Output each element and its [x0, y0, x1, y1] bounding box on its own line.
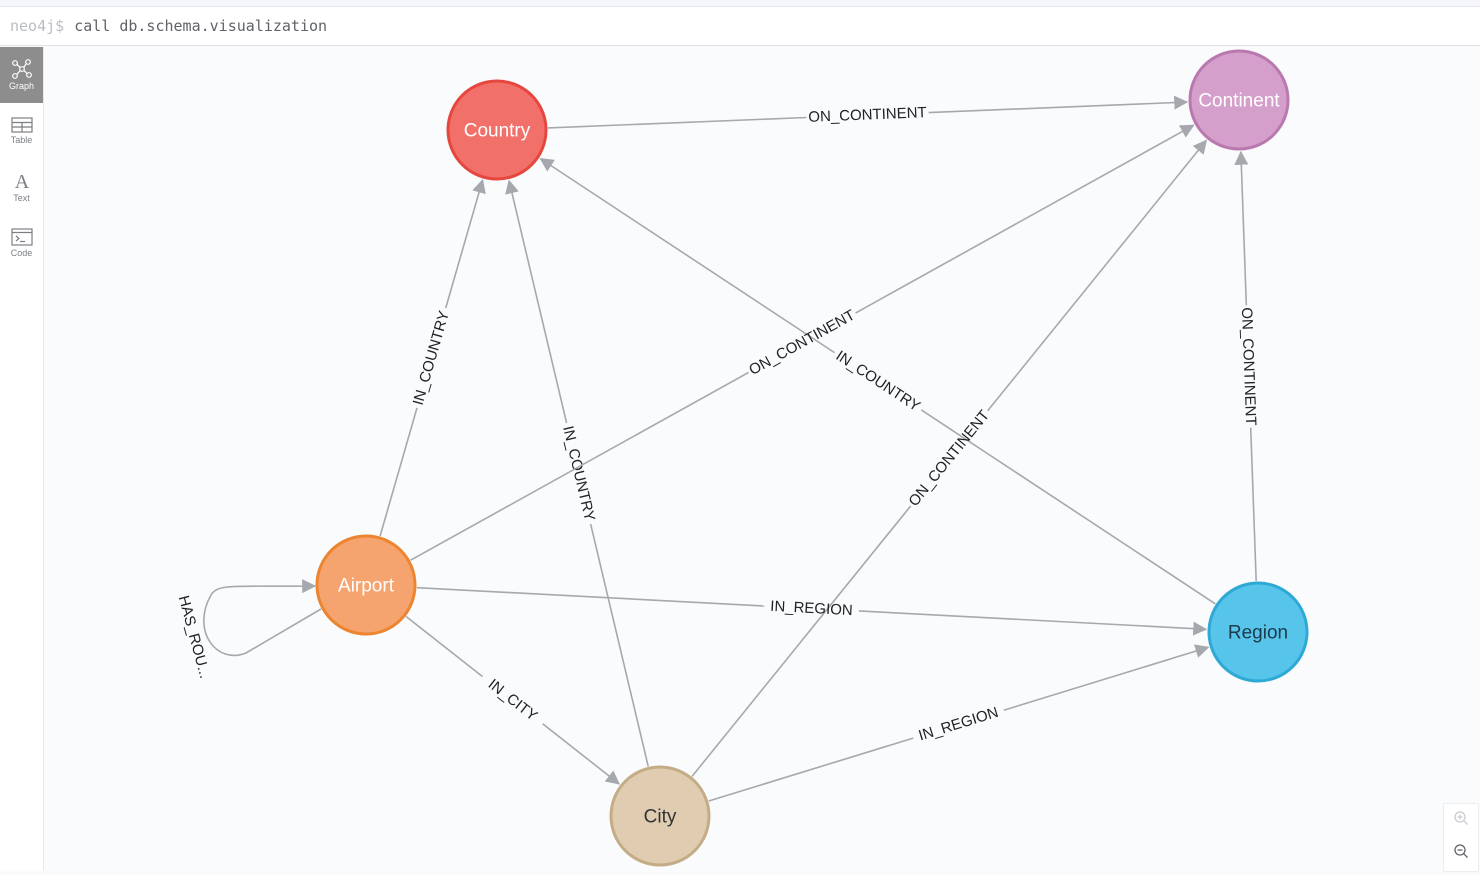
command-text[interactable]: call db.schema.visualization — [74, 17, 328, 35]
relationship-in-city[interactable]: IN_CITY — [405, 615, 621, 785]
sidebar-item-label: Graph — [8, 81, 34, 91]
result-view-sidebar: Graph Table A Text Code — [0, 47, 44, 870]
top-strip — [0, 0, 1480, 7]
relationship-label: IN_COUNTRY — [559, 424, 598, 523]
relationship-label: IN_REGION — [770, 598, 853, 619]
relationship-in-country[interactable]: IN_COUNTRY — [539, 157, 1216, 605]
sidebar-item-code[interactable]: Code — [0, 215, 43, 271]
node-airport[interactable]: Airport — [315, 534, 417, 636]
zoom-controls — [1443, 803, 1479, 872]
table-icon — [10, 117, 33, 133]
relationship-label: IN_COUNTRY — [833, 347, 924, 415]
command-bar[interactable]: neo4j$ call db.schema.visualization — [0, 7, 1480, 46]
graph-svg[interactable]: ON_CONTINENTIN_COUNTRYIN_COUNTRYIN_COUNT… — [44, 46, 1480, 870]
zoom-in-button[interactable] — [1444, 804, 1478, 837]
sidebar-item-label: Table — [10, 135, 33, 145]
relationship-in-country[interactable]: IN_COUNTRY — [379, 178, 486, 537]
relationship-label: IN_REGION — [917, 704, 1001, 745]
node-label: City — [644, 807, 677, 828]
code-icon — [10, 228, 33, 246]
relationship-on-continent[interactable]: ON_CONTINENT — [547, 95, 1189, 129]
relationship-in-country[interactable]: IN_COUNTRY — [505, 179, 649, 767]
node-label: Continent — [1198, 91, 1280, 112]
node-region[interactable]: Region — [1207, 581, 1309, 683]
node-label: Country — [464, 121, 531, 142]
sidebar-item-graph[interactable]: Graph — [0, 47, 43, 103]
node-continent[interactable]: Continent — [1188, 49, 1290, 151]
relationship-on-continent[interactable]: ON_CONTINENT — [1234, 150, 1259, 582]
text-icon: A — [12, 171, 32, 191]
relationship-label: ON_CONTINENT — [905, 407, 993, 510]
relationship-label: ON_CONTINENT — [1238, 307, 1259, 426]
node-label: Region — [1228, 623, 1288, 644]
relationship-label: IN_COUNTRY — [410, 309, 453, 407]
sidebar-item-table[interactable]: Table — [0, 103, 43, 159]
sidebar-item-text[interactable]: A Text — [0, 159, 43, 215]
relationship-in-region[interactable]: IN_REGION — [416, 586, 1208, 636]
relationship-on-continent[interactable]: ON_CONTINENT — [410, 124, 1195, 561]
zoom-out-icon — [1453, 843, 1469, 864]
relationship-label: ON_CONTINENT — [746, 307, 858, 379]
zoom-in-icon — [1453, 810, 1469, 831]
node-country[interactable]: Country — [446, 79, 548, 181]
sidebar-item-label: Text — [13, 193, 30, 203]
relationship-self-loop[interactable]: HAS_ROU... — [175, 579, 322, 680]
relationship-label: IN_CITY — [485, 676, 541, 725]
node-city[interactable]: City — [609, 765, 711, 867]
command-prompt: neo4j$ — [10, 17, 65, 35]
sidebar-item-label: Code — [10, 248, 33, 258]
svg-text:A: A — [14, 171, 29, 191]
node-label: Airport — [338, 576, 395, 597]
relationship-on-continent[interactable]: ON_CONTINENT — [691, 139, 1208, 777]
graph-icon — [11, 59, 33, 79]
edges-layer: ON_CONTINENTIN_COUNTRYIN_COUNTRYIN_COUNT… — [175, 95, 1259, 802]
relationship-in-region[interactable]: IN_REGION — [708, 644, 1210, 802]
relationship-label: ON_CONTINENT — [808, 104, 927, 126]
zoom-out-button[interactable] — [1444, 837, 1478, 870]
